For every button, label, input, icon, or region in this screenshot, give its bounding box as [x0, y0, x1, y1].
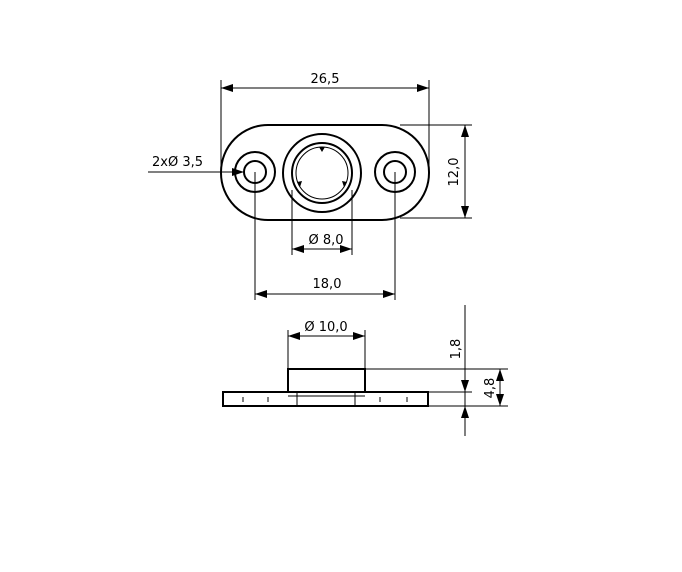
collar-inner: [291, 142, 353, 204]
collar-outer: [282, 133, 362, 213]
dim-overall-length: 26,5: [311, 72, 340, 87]
base-plate: [222, 391, 429, 407]
notch-right: [342, 181, 347, 187]
dim-height: 12,0: [447, 158, 462, 187]
notch-left: [297, 181, 302, 187]
dim-collar-diameter: Ø 10,0: [304, 320, 347, 335]
plate-outline: [220, 124, 430, 221]
dim-total-height: 4,8: [483, 378, 498, 399]
dim-hole-spacing: 18,0: [313, 277, 342, 292]
dim-collar-height: 1,8: [449, 339, 464, 360]
collar-profile: [287, 368, 366, 393]
notch-top: [319, 147, 325, 152]
dim-inner-diameter: Ø 8,0: [308, 233, 343, 248]
side-view: Ø 10,0 1,8 4,8: [222, 305, 508, 436]
dim-hole-diameter: 2xØ 3,5: [152, 155, 203, 170]
top-view: 26,5 12,0 2xØ 3,5 Ø 8,0 18,0: [148, 72, 472, 300]
collar-bore: [295, 146, 349, 200]
